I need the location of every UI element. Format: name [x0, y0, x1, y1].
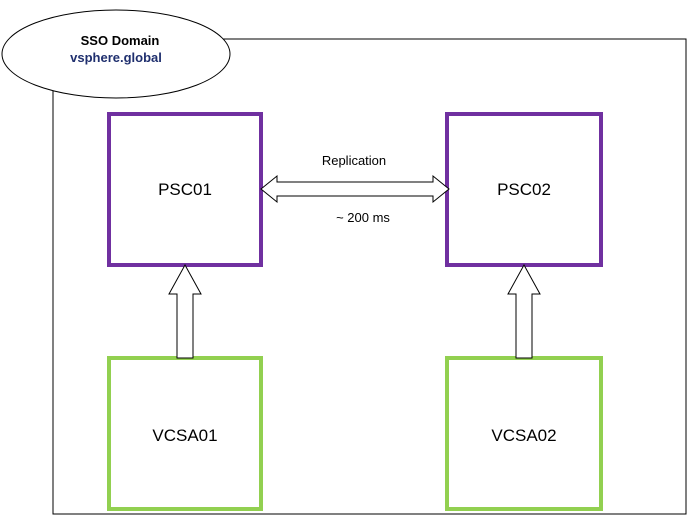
- replication-double-arrow: [260, 174, 450, 204]
- node-psc01: PSC01: [107, 112, 263, 267]
- sso-domain-container: [52, 38, 687, 515]
- psc01-box: [107, 112, 263, 267]
- sso-domain-ellipse: [1, 9, 231, 99]
- edge-replication: Replication ~ 200 ms: [260, 153, 450, 225]
- psc01-label: PSC01: [158, 180, 212, 199]
- psc02-label: PSC02: [497, 180, 551, 199]
- vcsa02-to-psc02-arrow: [507, 263, 541, 359]
- vcsa01-label: VCSA01: [152, 426, 217, 445]
- node-psc02: PSC02: [445, 112, 603, 267]
- vcsa02-label: VCSA02: [491, 426, 556, 445]
- vcsa01-box: [107, 356, 263, 511]
- sso-domain-name: vsphere.global: [70, 50, 162, 65]
- vcsa02-box: [445, 356, 603, 511]
- node-vcsa01: VCSA01: [107, 356, 263, 511]
- node-vcsa02: VCSA02: [445, 356, 603, 511]
- sso-domain-title: SSO Domain: [81, 33, 160, 48]
- vcsa01-to-psc01-arrow: [168, 263, 202, 359]
- replication-latency-label: ~ 200 ms: [336, 210, 390, 225]
- replication-label: Replication: [322, 153, 386, 168]
